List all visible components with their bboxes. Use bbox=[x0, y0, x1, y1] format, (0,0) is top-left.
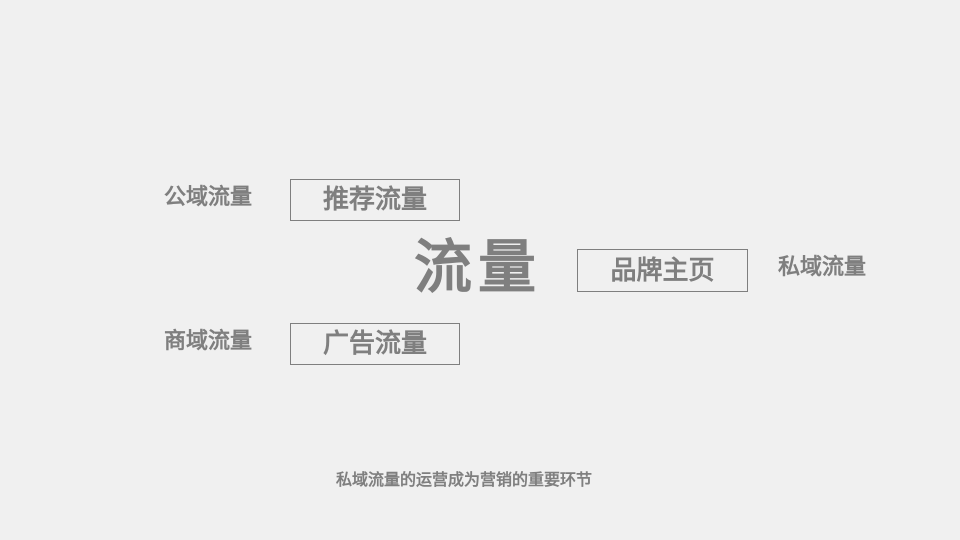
center-title-traffic: 流量 bbox=[414, 233, 543, 301]
public-traffic-label: 公域流量 bbox=[164, 185, 253, 210]
private-traffic-label: 私域流量 bbox=[778, 255, 867, 280]
commerce-traffic-label: 商域流量 bbox=[164, 329, 253, 354]
brand-homepage-box: 品牌主页 bbox=[577, 249, 748, 292]
brand-homepage-text: 品牌主页 bbox=[610, 255, 715, 286]
ads-traffic-box: 广告流量 bbox=[290, 323, 460, 365]
recommend-traffic-box: 推荐流量 bbox=[290, 179, 460, 221]
ads-traffic-text: 广告流量 bbox=[322, 329, 427, 359]
caption-text: 私域流量的运营成为营销的重要环节 bbox=[336, 470, 593, 489]
recommend-traffic-text: 推荐流量 bbox=[322, 185, 427, 215]
